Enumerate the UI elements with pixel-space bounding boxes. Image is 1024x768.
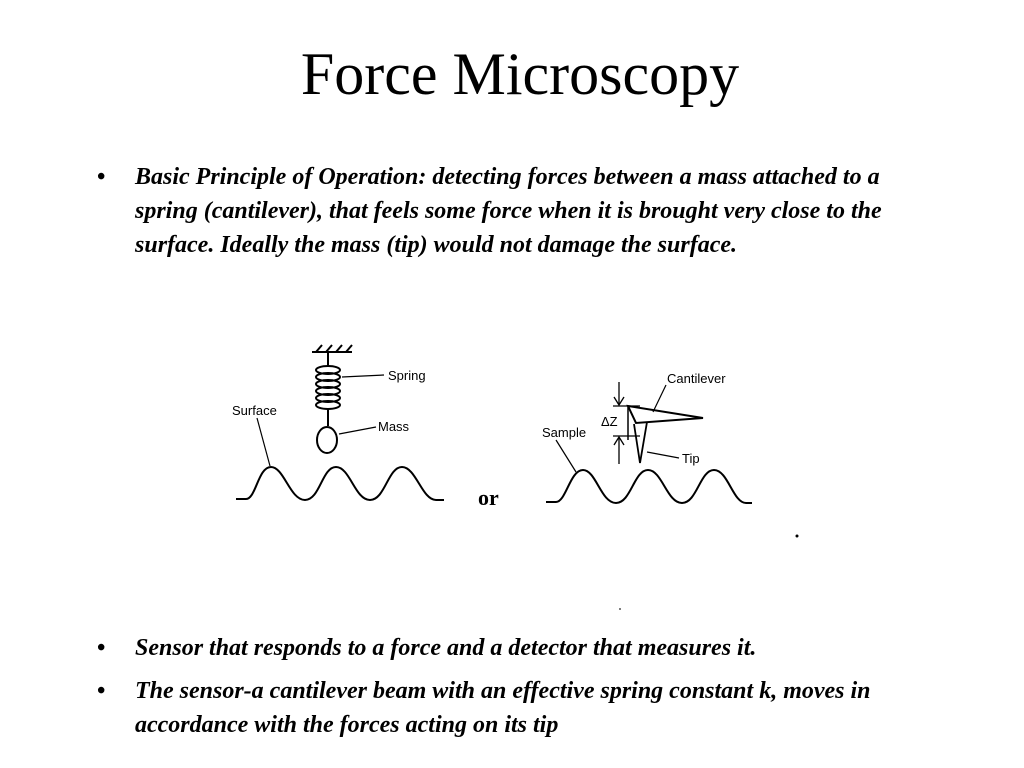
scan-speck xyxy=(619,608,621,610)
sample-wave xyxy=(546,468,752,505)
slide-title: Force Microscopy xyxy=(300,41,740,107)
bullet-text-sensor: Sensor that responds to a force and a de… xyxy=(135,635,757,661)
bullet-sensor: • Sensor that responds to a force and a … xyxy=(97,631,917,665)
ceiling-support xyxy=(312,344,353,353)
tip-leader xyxy=(646,451,680,459)
or-separator: or xyxy=(478,485,499,510)
cantilever-label: Cantilever xyxy=(667,371,726,386)
bullet-cantilever: • The sensor-a cantilever beam with an e… xyxy=(97,674,917,742)
surface-label: Surface xyxy=(232,403,277,418)
tip xyxy=(633,421,648,464)
bullet-marker: • xyxy=(97,678,106,704)
spring-label: Spring xyxy=(388,368,426,383)
spring-mass-diagram xyxy=(236,344,444,502)
bullet-text-cantilever: The sensor-a cantilever beam with an eff… xyxy=(135,678,871,738)
sample-leader xyxy=(555,439,577,473)
bullet-marker: • xyxy=(97,164,106,190)
cantilever-diagram xyxy=(546,382,752,505)
bullet-marker: • xyxy=(97,635,106,661)
cantilever-leader xyxy=(652,384,667,413)
surface-leader xyxy=(256,417,271,467)
surface-wave xyxy=(236,465,444,502)
scan-speck xyxy=(795,534,799,538)
bullet-text-principle: Basic Principle of Operation: detecting … xyxy=(135,164,882,258)
bullet-principle: • Basic Principle of Operation: detectin… xyxy=(97,160,917,262)
tip-label: Tip xyxy=(682,451,700,466)
deltaz-label: ΔZ xyxy=(601,414,618,429)
spring-leader xyxy=(341,374,385,378)
mass-label: Mass xyxy=(378,419,410,434)
cantilever-beam xyxy=(626,404,704,425)
sample-label: Sample xyxy=(542,425,586,440)
mass-ball xyxy=(316,426,338,454)
spring-coil xyxy=(315,365,341,410)
deltaz-arrows xyxy=(613,382,640,464)
mass-leader xyxy=(338,426,377,435)
